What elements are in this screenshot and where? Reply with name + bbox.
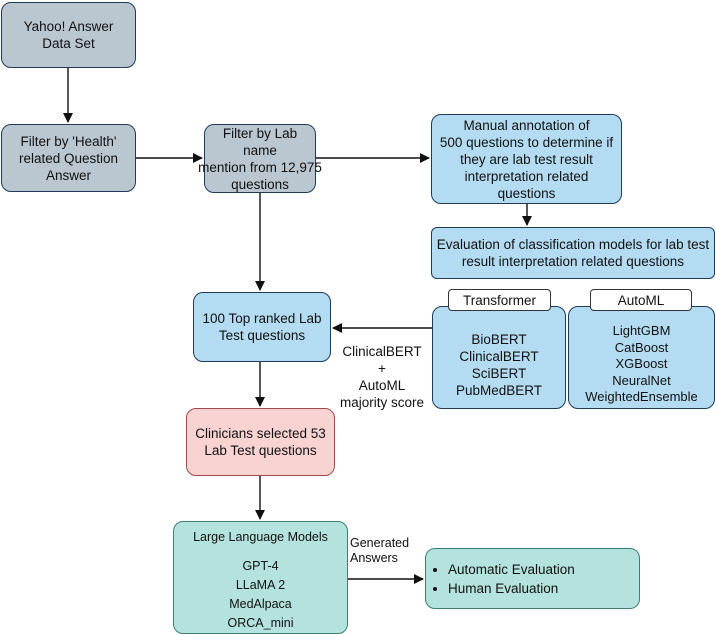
transformer-model: BioBERT	[471, 331, 527, 347]
evaluation-item: Automatic Evaluation	[448, 561, 575, 578]
evaluation-output-node: Automatic Evaluation Human Evaluation	[425, 548, 640, 609]
automl-model: CatBoost	[614, 339, 669, 355]
node-text-line: interpretation related	[464, 168, 589, 184]
node-text-line: mention from 12,975	[198, 159, 322, 175]
llm-model: ORCA_mini	[227, 616, 294, 630]
node-text-line: Filter by Lab name	[222, 125, 298, 158]
transformer-model: SciBERT	[471, 365, 527, 381]
automl-model: LightGBM	[612, 323, 671, 339]
top-ranked-node: 100 Top ranked Lab Test questions	[193, 292, 331, 362]
llm-node: Large Language Models GPT-4 LLaMA 2 MedA…	[173, 521, 348, 634]
manual-annotation-node: Manual annotation of 500 questions to de…	[431, 114, 622, 204]
node-text-line: Filter by 'Health'	[20, 133, 117, 149]
label-line: Generated	[350, 536, 410, 550]
node-text-line: questions	[497, 185, 556, 201]
node-text-line: Lab Test questions	[204, 443, 317, 458]
filter-lab-node: Filter by Lab name mention from 12,975 q…	[198, 124, 322, 193]
automl-model: NeuralNet	[612, 372, 671, 388]
node-text-line: Test questions	[218, 328, 306, 343]
llm-model: LLaMA 2	[235, 578, 286, 592]
label-line: ClinicalBERT	[342, 344, 422, 359]
node-text-line: questions	[231, 176, 289, 192]
transformer-model: PubMedBERT	[455, 382, 543, 398]
filter-health-node: Filter by 'Health' related Question Answ…	[1, 124, 136, 192]
node-text-line: they are lab test result	[460, 151, 593, 167]
evaluation-classification-node: Evaluation of classification models for …	[431, 227, 715, 279]
automl-title: AutoML	[590, 289, 692, 311]
node-text-line: Yahoo! Answer	[23, 19, 114, 34]
majority-score-label: ClinicalBERT + AutoML majority score	[332, 343, 432, 411]
evaluation-list: Automatic Evaluation Human Evaluation	[426, 559, 575, 599]
transformer-model: ClinicalBERT	[459, 348, 539, 364]
clinicians-node: Clinicians selected 53 Lab Test question…	[186, 408, 335, 476]
llm-model: MedAlpaca	[229, 597, 292, 611]
label-line: majority score	[339, 395, 425, 410]
yahoo-dataset-node: Yahoo! Answer Data Set	[1, 2, 136, 68]
llm-model: GPT-4	[242, 559, 279, 573]
node-text-line: related Question	[18, 150, 119, 166]
node-text-line: 100 Top ranked Lab	[202, 311, 322, 326]
node-text-line: Answer	[45, 167, 91, 183]
node-text-line: result interpretation related questions	[461, 254, 685, 269]
node-text-line: 500 questions to determine if	[439, 134, 614, 150]
llm-title: Large Language Models	[193, 530, 328, 544]
automl-model: WeightedEnsemble	[585, 389, 698, 405]
transformer-title: Transformer	[448, 289, 551, 311]
generated-answers-label: Generated Answers	[350, 536, 420, 566]
label-line: +	[378, 361, 386, 376]
label-line: AutoML	[358, 378, 406, 393]
transformer-group: BioBERT ClinicalBERT SciBERT PubMedBERT	[432, 306, 566, 409]
evaluation-item: Human Evaluation	[448, 580, 575, 597]
node-text-line: Evaluation of classification models for …	[436, 237, 710, 252]
node-text-line: Data Set	[42, 36, 95, 51]
node-text-line: Clinicians selected 53	[195, 426, 326, 441]
automl-group: LightGBM CatBoost XGBoost NeuralNet Weig…	[568, 306, 715, 409]
label-line: Answers	[350, 551, 398, 565]
node-text-line: Manual annotation of	[463, 117, 590, 133]
automl-model: XGBoost	[615, 356, 668, 372]
